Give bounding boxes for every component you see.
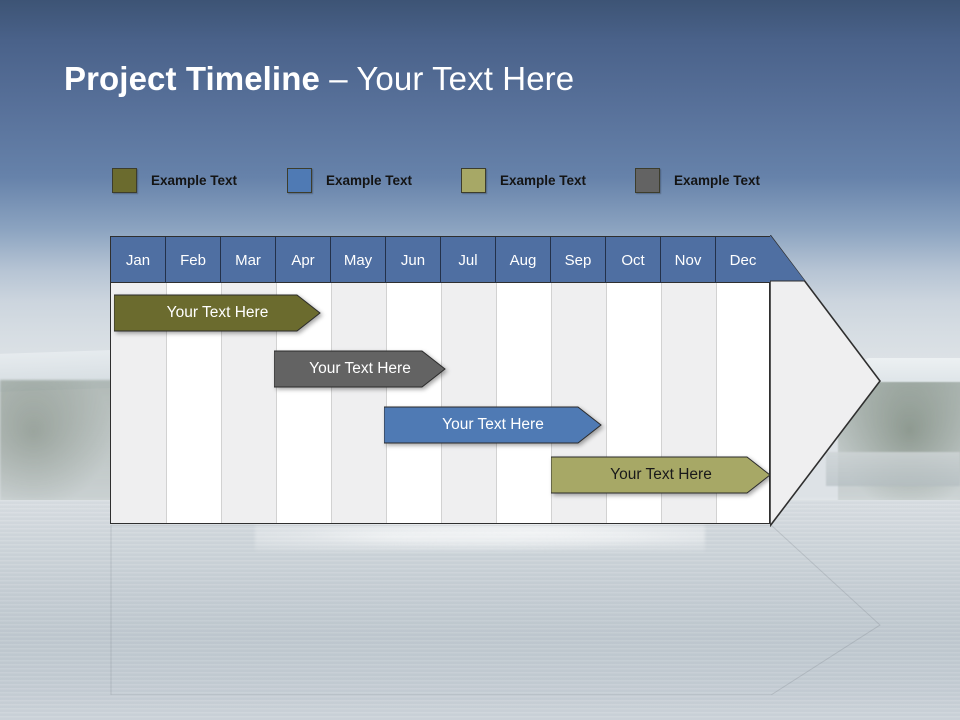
month-header-jun[interactable]: Jun (386, 237, 441, 283)
timeline-arrow-head (770, 235, 886, 527)
page-title: Project Timeline – Your Text Here (64, 60, 574, 98)
legend-item[interactable]: Example Text (635, 168, 760, 193)
column-divider (551, 237, 552, 523)
legend-swatch-icon (635, 168, 660, 193)
column-divider (166, 237, 167, 523)
task-bar[interactable]: Your Text Here (384, 406, 602, 444)
task-bar[interactable]: Your Text Here (551, 456, 771, 494)
legend-item-label: Example Text (674, 173, 761, 188)
column-divider (496, 237, 497, 523)
column-divider (441, 237, 442, 523)
legend-item-label: Example Text (151, 173, 238, 188)
month-header-may[interactable]: May (331, 237, 386, 283)
month-header-jan[interactable]: Jan (111, 237, 166, 283)
legend-swatch-icon (461, 168, 486, 193)
task-bar[interactable]: Your Text Here (274, 350, 446, 388)
column-divider (606, 237, 607, 523)
month-header-nov[interactable]: Nov (661, 237, 716, 283)
column-divider (716, 237, 717, 523)
legend-item[interactable]: Example Text (112, 168, 237, 193)
month-column (441, 237, 496, 523)
month-header-aug[interactable]: Aug (496, 237, 551, 283)
month-header-feb[interactable]: Feb (166, 237, 221, 283)
page-title-light: Your Text Here (356, 60, 575, 97)
legend-item[interactable]: Example Text (461, 168, 586, 193)
month-header-jul[interactable]: Jul (441, 237, 496, 283)
page-title-separator: – (319, 60, 357, 97)
month-header-dec[interactable]: Dec (716, 237, 771, 283)
legend-swatch-icon (112, 168, 137, 193)
column-divider (661, 237, 662, 523)
month-column (221, 237, 276, 523)
background-trees-left (0, 380, 112, 510)
legend-item-label: Example Text (326, 173, 413, 188)
month-header-mar[interactable]: Mar (221, 237, 276, 283)
page-title-bold: Project Timeline (64, 60, 320, 97)
month-column (111, 237, 166, 523)
legend-item-label: Example Text (500, 173, 587, 188)
background-hedge-right (826, 452, 960, 486)
column-divider (221, 237, 222, 523)
legend-swatch-icon (287, 168, 312, 193)
task-bar[interactable]: Your Text Here (114, 294, 321, 332)
month-header-apr[interactable]: Apr (276, 237, 331, 283)
legend-item[interactable]: Example Text (287, 168, 412, 193)
month-header-sep[interactable]: Sep (551, 237, 606, 283)
month-header-oct[interactable]: Oct (606, 237, 661, 283)
